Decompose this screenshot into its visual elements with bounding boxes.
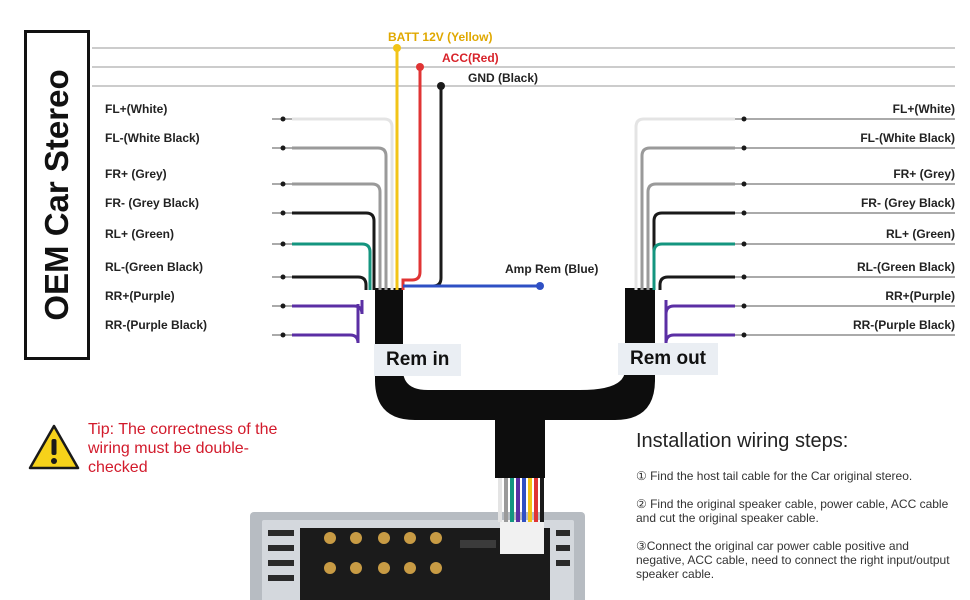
rem-out-label: Rem out bbox=[618, 343, 718, 375]
right-wire-dot bbox=[741, 210, 747, 216]
right-speaker-wire bbox=[658, 275, 735, 290]
left-speaker-wire bbox=[292, 242, 372, 290]
amp-rem-label: Amp Rem (Blue) bbox=[505, 262, 598, 276]
left-speaker-wire bbox=[292, 146, 388, 290]
left-speaker-wires: FL+(White) FL-(White Black) FR+ (Grey) FR- … bbox=[105, 102, 394, 344]
steps-title: Installation wiring steps: bbox=[636, 430, 849, 452]
left-wire-dot bbox=[280, 274, 286, 280]
left-wire-dot bbox=[280, 241, 286, 247]
left-wire-label: RR+(Purple) bbox=[105, 289, 175, 303]
right-wire-label: RL-(Green Black) bbox=[857, 260, 955, 274]
right-speaker-wires: FL+(White) FL-(White Black) FR+ (Grey) FR- … bbox=[634, 102, 955, 344]
right-wire-dot bbox=[741, 241, 747, 247]
left-wire-dot bbox=[280, 181, 286, 187]
left-wire-label: RL-(Green Black) bbox=[105, 260, 203, 274]
left-speaker-wire bbox=[292, 300, 364, 315]
tip-box: Tip: The correctness of the wiring must … bbox=[22, 420, 322, 480]
left-wire-dot bbox=[280, 145, 286, 151]
step-3: ③Connect the original car power cable po… bbox=[636, 539, 950, 581]
batt-wire-dot bbox=[393, 44, 401, 52]
right-speaker-wire bbox=[664, 304, 735, 344]
gnd-wire-dot bbox=[437, 82, 445, 90]
right-speaker-wire bbox=[664, 300, 735, 315]
right-speaker-wire bbox=[652, 211, 735, 290]
stereo-title-box: OEM Car Stereo bbox=[24, 30, 90, 360]
amp-rem-wire-dot bbox=[536, 282, 544, 290]
right-speaker-wire bbox=[652, 242, 735, 290]
installation-steps: Installation wiring steps: ① Find the ho… bbox=[636, 430, 956, 595]
gnd-wire bbox=[403, 86, 443, 288]
left-wire-label: RR-(Purple Black) bbox=[105, 318, 207, 332]
left-wire-label: FL+(White) bbox=[105, 102, 167, 116]
left-wire-label: RL+ (Green) bbox=[105, 227, 174, 241]
left-speaker-wire bbox=[292, 304, 360, 344]
left-wire-dot bbox=[280, 210, 286, 216]
right-speaker-wire bbox=[640, 146, 735, 290]
right-speaker-wire bbox=[646, 182, 735, 290]
right-wire-label: FL+(White) bbox=[893, 102, 955, 116]
left-speaker-wire bbox=[292, 211, 376, 290]
left-speaker-wire bbox=[292, 182, 382, 290]
step-2: ② Find the original speaker cable, power… bbox=[636, 497, 949, 525]
right-wire-dot bbox=[741, 332, 747, 338]
left-wire-label: FR+ (Grey) bbox=[105, 167, 167, 181]
right-wire-dot bbox=[741, 181, 747, 187]
right-wire-label: RR+(Purple) bbox=[885, 289, 955, 303]
step-1: ① Find the host tail cable for the Car o… bbox=[636, 469, 913, 483]
right-wire-dot bbox=[741, 145, 747, 151]
right-wire-label: RR-(Purple Black) bbox=[853, 318, 955, 332]
left-wire-label: FR- (Grey Black) bbox=[105, 196, 199, 210]
right-wire-dot bbox=[741, 274, 747, 280]
right-wire-dot bbox=[741, 116, 747, 122]
amplifier-unit bbox=[250, 512, 585, 600]
acc-wire-dot bbox=[416, 63, 424, 71]
right-wire-label: FL-(White Black) bbox=[860, 131, 955, 145]
acc-label: ACC(Red) bbox=[442, 51, 499, 65]
right-wire-dot bbox=[741, 303, 747, 309]
gnd-label: GND (Black) bbox=[468, 71, 538, 85]
left-speaker-wire bbox=[292, 117, 394, 290]
left-wire-dot bbox=[280, 303, 286, 309]
stereo-title: OEM Car Stereo bbox=[38, 69, 75, 321]
harness-cable bbox=[375, 288, 655, 478]
rem-in-label: Rem in bbox=[374, 344, 462, 376]
left-wire-dot bbox=[280, 332, 286, 338]
right-wire-label: RL+ (Green) bbox=[886, 227, 955, 241]
right-speaker-wire bbox=[634, 117, 735, 290]
right-wire-label: FR+ (Grey) bbox=[893, 167, 955, 181]
left-wire-dot bbox=[280, 116, 286, 122]
left-wire-label: FL-(White Black) bbox=[105, 131, 200, 145]
warning-icon bbox=[28, 424, 80, 470]
left-speaker-wire bbox=[292, 275, 368, 290]
batt-label: BATT 12V (Yellow) bbox=[388, 30, 492, 44]
acc-wire bbox=[401, 67, 422, 290]
right-wire-label: FR- (Grey Black) bbox=[861, 196, 955, 210]
tip-text: Tip: The correctness of the wiring must … bbox=[88, 421, 278, 476]
